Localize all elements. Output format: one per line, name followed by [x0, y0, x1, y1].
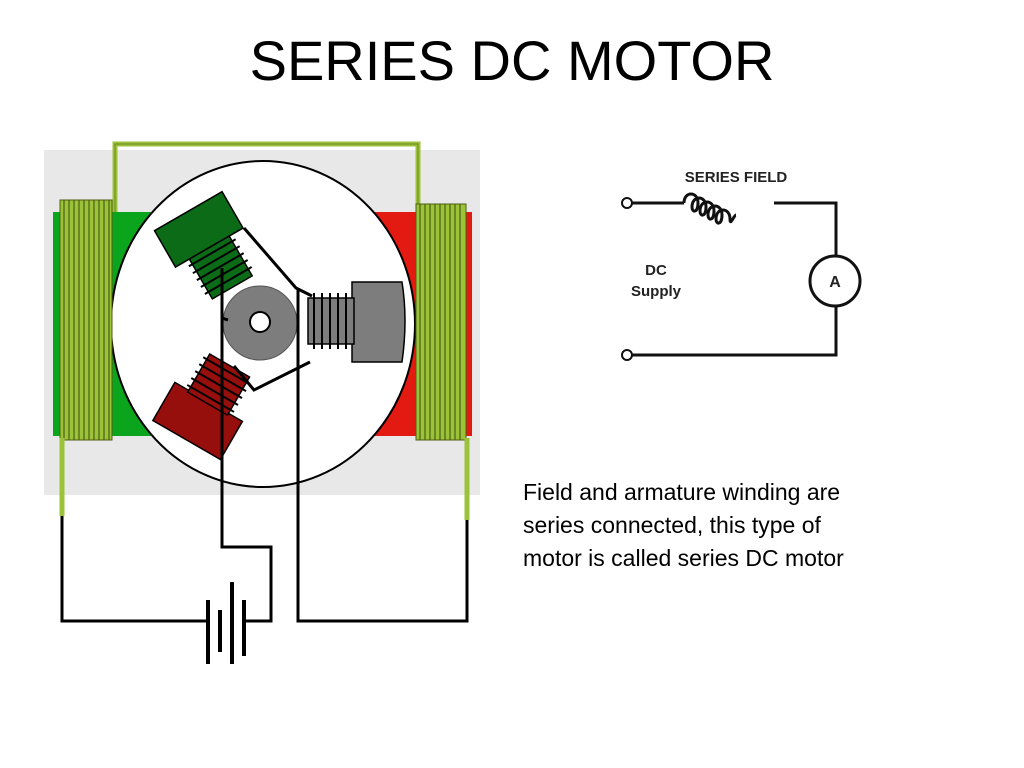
ammeter-symbol	[808, 254, 862, 308]
caption-line-3: motor is called series DC motor	[523, 545, 844, 571]
dc-supply-label-line2: Supply	[631, 283, 682, 300]
battery-symbol	[206, 582, 246, 664]
terminal-bottom	[621, 349, 633, 361]
caption-text: Field and armature winding are series co…	[523, 476, 943, 575]
caption-line-2: series connected, this type of	[523, 512, 821, 538]
series-field-label: SERIES FIELD	[685, 169, 788, 186]
terminal-top	[621, 197, 633, 209]
shaft-hole	[249, 311, 271, 333]
ammeter-label: A	[829, 274, 841, 291]
armature-pole-red	[151, 353, 251, 461]
caption-line-1: Field and armature winding are	[523, 479, 841, 505]
dc-supply-label-line1: DC	[645, 262, 667, 279]
external-wiring	[60, 290, 469, 623]
series-field-coil	[632, 192, 838, 357]
armature-pole-green	[153, 190, 254, 300]
slide-title: SERIES DC MOTOR	[249, 29, 775, 92]
field-winding-right	[415, 203, 467, 441]
armature-pole-gray	[307, 281, 406, 363]
field-winding-left	[59, 199, 113, 441]
